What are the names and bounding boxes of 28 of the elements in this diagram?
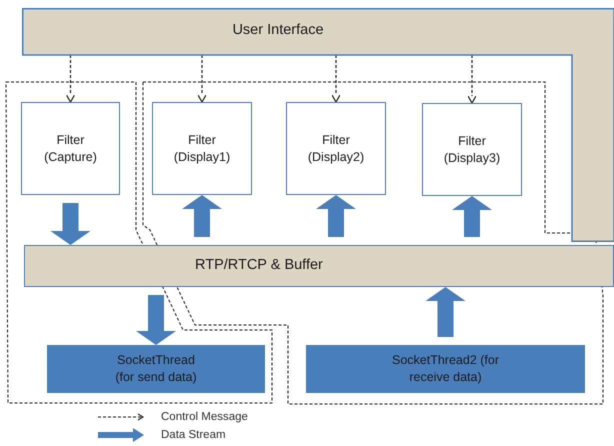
arrow — [66, 55, 76, 103]
filter-box — [21, 102, 120, 195]
block-arrow — [452, 196, 492, 237]
node-label: User Interface — [232, 21, 324, 40]
block-arrow — [182, 195, 222, 237]
arrow — [467, 55, 477, 104]
block-arrow — [426, 287, 466, 337]
filter-box — [152, 102, 252, 195]
node-label: Filter (Capture) — [43, 132, 98, 166]
node-label: Filter (Display3) — [442, 132, 502, 166]
node-label: RTP/RTCP & Buffer — [195, 256, 323, 276]
arrow — [197, 55, 207, 103]
thread-box — [306, 345, 585, 393]
buffer-band — [24, 245, 614, 287]
node-label: SocketThread (for send data) — [114, 352, 198, 386]
block-arrow — [316, 195, 356, 237]
block-arrow — [50, 203, 90, 245]
thread-box — [47, 345, 265, 393]
filter-box — [422, 103, 522, 196]
interface-band — [22, 8, 614, 242]
node-label: Filter (Display2) — [306, 132, 366, 166]
block-arrow — [136, 295, 176, 345]
arrow — [331, 55, 341, 103]
filter-box — [286, 102, 386, 195]
node-label: Filter (Display1) — [172, 132, 232, 166]
legend-label: Control Message — [161, 411, 248, 423]
node-label: SocketThread2 (for receive data) — [391, 352, 500, 386]
legend-label: Data Stream — [161, 429, 226, 441]
